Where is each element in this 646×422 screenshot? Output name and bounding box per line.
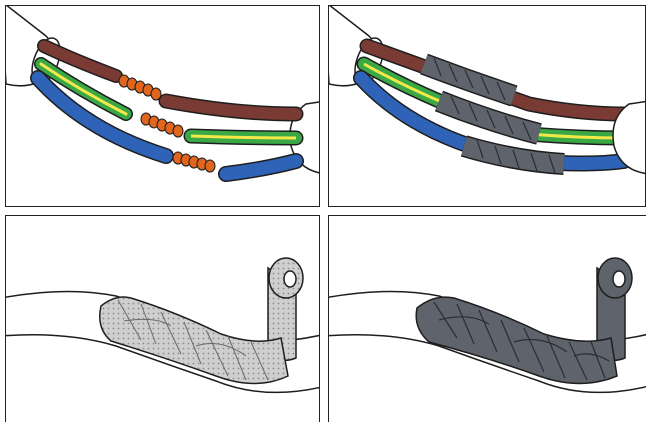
panel-wrapped-dark-tape — [328, 215, 646, 422]
panel-wrapped-light-tape — [5, 215, 320, 422]
copper-connector-middle — [141, 113, 183, 137]
tape-roll-core — [613, 271, 625, 287]
panel-joined-conductors — [5, 5, 320, 207]
copper-connector-top — [119, 75, 161, 100]
wrapped-dark-tape-drawing — [329, 216, 646, 422]
tape-roll-core — [284, 271, 296, 287]
joined-conductors-drawing — [6, 6, 320, 207]
panel-insulated-conductors — [328, 5, 646, 207]
copper-connector-bottom — [173, 152, 215, 172]
wrapped-light-tape-drawing — [6, 216, 320, 422]
neutral-wire-right — [226, 161, 296, 174]
insulated-conductors-drawing — [329, 6, 646, 207]
